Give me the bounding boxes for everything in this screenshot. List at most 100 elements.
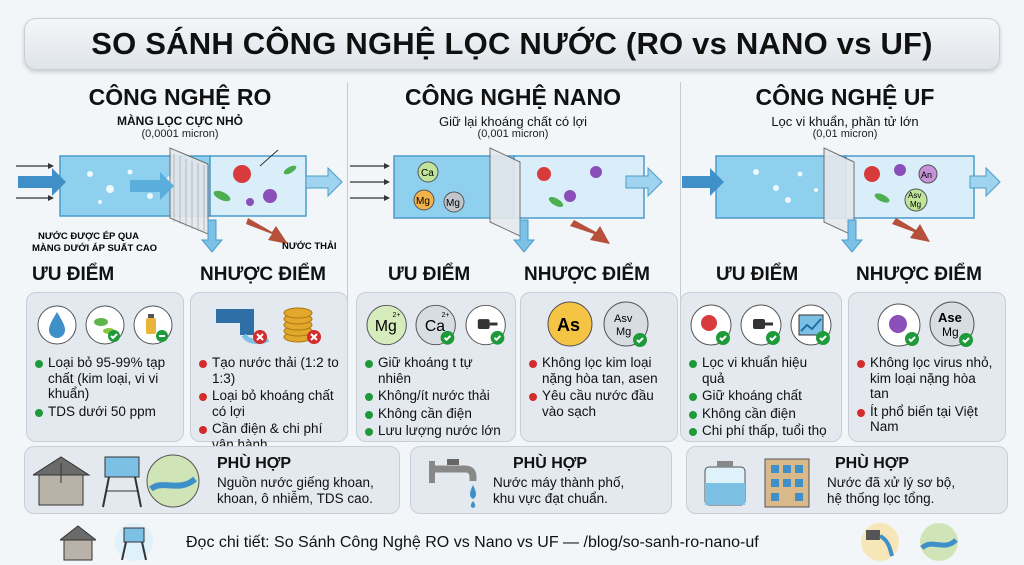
magnesium-icon: Mg2+ — [366, 304, 407, 346]
plug-icon — [465, 304, 506, 346]
uf-fit-text-2: hệ thống lọc tổng. — [827, 491, 935, 506]
nano-micron: (0,001 micron) — [477, 128, 549, 140]
pipe-icon — [216, 309, 270, 345]
arsenic-icon: As — [547, 301, 593, 347]
nano-filter-diagram: Ca Mg Mg — [350, 147, 663, 253]
spray-icon — [133, 305, 173, 345]
nano-heading: CÔNG NGHỆ NANO — [405, 84, 621, 110]
nano-pro-4: Lưu lượng nước lớn — [365, 423, 507, 439]
ro-cons-title: NHƯỢC ĐIỂM — [200, 264, 326, 285]
uf-heading: CÔNG NGHỆ UF — [755, 84, 935, 110]
nano-fit-title: PHÙ HỢP — [513, 455, 588, 472]
ro-pros-title: ƯU ĐIỂM — [32, 264, 115, 285]
ro-pressure-label-1: NƯỚC ĐƯỢC ÉP QUA — [38, 230, 139, 242]
ro-fit-card: PHÙ HỢP Nguồn nước giếng khoan, khoan, ô… — [24, 446, 400, 514]
ro-subtitle: MÀNG LỌC CỰC NHỎ — [117, 114, 243, 128]
nano-pros-title: ƯU ĐIỂM — [388, 264, 471, 285]
well-icon — [60, 525, 96, 561]
uf-con-1: Không lọc virus nhỏ, kim loại nặng hòa t… — [857, 355, 997, 402]
ro-con-2: Loại bỏ khoáng chất có lợi — [199, 388, 339, 419]
uf-diagram-an: An — [921, 170, 932, 180]
uf-pros-card: Lọc vi khuẩn hiệu quả Giữ khoáng chất Kh… — [680, 292, 842, 442]
nano-badge-as: As — [557, 315, 580, 335]
calendar-icon — [790, 304, 832, 346]
ro-fit-illustration — [33, 454, 200, 508]
nano-diagram-mg2: Mg — [446, 198, 460, 209]
uf-pro-4: Chi phí thấp, tuổi thọ — [689, 423, 833, 439]
ro-heading: CÔNG NGHỆ RO — [88, 84, 272, 110]
ro-fit-text-2: khoan, ô nhiễm, TDS cao. — [217, 491, 373, 506]
ro-fit-text-1: Nguồn nước giếng khoan, — [217, 475, 374, 490]
ro-pro-1: Loại bỏ 95-99% tạp chất (kim loại, vi vi… — [35, 355, 175, 402]
uf-fit-card: PHÙ HỢP Nước đã xử lý sơ bộ, hệ thống lọ… — [686, 446, 1008, 514]
uf-badge-ase: Ase — [938, 310, 962, 325]
nano-con-1: Không lọc kim loại nặng hòa tan, asen — [529, 355, 669, 386]
uf-column: CÔNG NGHỆ UF Lọc vi khuẩn, phần tử lớn (… — [676, 78, 1014, 442]
column-divider — [347, 82, 348, 432]
uf-pro-1: Lọc vi khuẩn hiệu quả — [689, 355, 833, 386]
nano-pro-1: Giữ khoáng t tự nhiên — [365, 355, 507, 386]
column-divider — [680, 82, 681, 432]
ro-micron: (0,0001 micron) — [141, 128, 219, 140]
nano-subtitle: Giữ lại khoáng chất có lợi — [438, 114, 588, 129]
bacteria-icon — [85, 305, 125, 345]
uf-micron: (0,01 micron) — [812, 128, 878, 140]
nano-badge-mg: Mg — [375, 318, 397, 335]
title-bar: SO SÁNH CÔNG NGHỆ LỌC NƯỚC (RO vs NANO v… — [24, 18, 1000, 70]
uf-fit-title: PHÙ HỢP — [835, 455, 910, 472]
building-icon — [764, 458, 810, 508]
ro-fit-title: PHÙ HỢP — [217, 455, 292, 472]
plug-icon — [740, 304, 782, 346]
river-icon — [920, 523, 958, 561]
ro-pros-card: Loại bỏ 95-99% tạp chất (kim loại, vi vi… — [26, 292, 184, 442]
ro-cons-card: Tạo nước thải (1:2 to 1:3) Loại bỏ khoán… — [190, 292, 348, 452]
ro-pressure-label-2: MÀNG DƯỚI ÁP SUẤT CAO — [32, 242, 157, 254]
page-title: SO SÁNH CÔNG NGHỆ LỌC NƯỚC (RO vs NANO v… — [91, 26, 933, 61]
calcium-icon: Ca2+ — [415, 304, 457, 346]
virus-icon — [690, 304, 732, 346]
nano-badge-mg3: Mg — [616, 326, 631, 338]
river-icon — [146, 454, 200, 508]
uf-cons-title: NHƯỢC ĐIỂM — [856, 264, 982, 285]
ro-waste-label: NƯỚC THẢI — [282, 240, 337, 252]
nano-pro-3: Không cần điện — [365, 406, 507, 422]
nano-diagram-mg: Mg — [416, 196, 430, 207]
uf-filter-diagram: An Asv Mg — [682, 147, 1001, 253]
faucet-icon — [429, 459, 477, 508]
uf-fit-text-1: Nước đã xử lý sơ bộ, — [827, 475, 956, 490]
virus-icon — [877, 303, 921, 347]
pipe-outflow-icon — [861, 523, 899, 561]
nano-badge-ca: Ca — [425, 318, 445, 335]
water-tower-icon — [102, 456, 142, 508]
uf-con-2: Ít phổ biến tại Việt Nam — [857, 404, 997, 435]
nano-fit-card: PHÙ HỢP Nước máy thành phố, khu vực đạt … — [410, 446, 672, 514]
nano-con-2: Yêu cầu nước đầu vào sạch — [529, 388, 669, 419]
nano-badge-ca-charge: 2+ — [442, 312, 450, 319]
uf-fit-illustration — [704, 458, 810, 508]
uf-diagram-mg: Mg — [910, 200, 921, 209]
well-icon — [33, 456, 91, 506]
nano-cons-title: NHƯỢC ĐIỂM — [524, 264, 650, 285]
footer-link-text[interactable]: Đọc chi tiết: So Sánh Công Nghệ RO vs Na… — [186, 534, 759, 551]
ro-column: CÔNG NGHỆ RO MÀNG LỌC CỰC NHỎ (0,0001 mi… — [10, 78, 348, 452]
nano-fit-text-1: Nước máy thành phố, — [493, 475, 625, 490]
nano-column: CÔNG NGHỆ NANO Giữ lại khoáng chất có lợ… — [344, 78, 682, 442]
nano-badge-mg-charge: 2+ — [393, 312, 401, 319]
uf-badge-mg: Mg — [942, 325, 959, 339]
uf-pro-3: Không cần điện — [689, 406, 833, 422]
nano-pro-2: Không/ít nước thải — [365, 388, 507, 404]
nano-diagram-ca: Ca — [421, 168, 434, 179]
coins-icon — [283, 307, 321, 344]
footer: Đọc chi tiết: So Sánh Công Nghệ RO vs Na… — [0, 522, 1024, 562]
uf-pros-title: ƯU ĐIỂM — [716, 264, 799, 285]
water-drop-icon — [37, 305, 77, 345]
ro-filter-diagram: NƯỚC ĐƯỢC ÉP QUA MÀNG DƯỚI ÁP SUẤT CAO N… — [16, 147, 343, 254]
water-tank-icon — [704, 461, 746, 506]
ro-pro-2: TDS dưới 50 ppm — [35, 404, 175, 420]
uf-pro-2: Giữ khoáng chất — [689, 388, 833, 404]
